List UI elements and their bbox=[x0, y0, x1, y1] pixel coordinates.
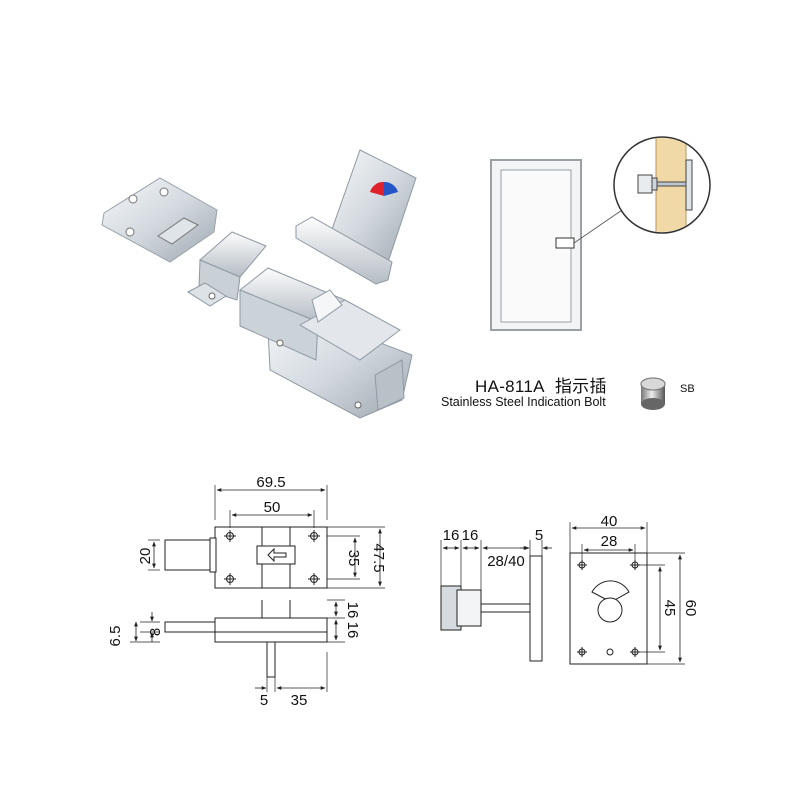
product-model: HA-811A bbox=[475, 377, 545, 396]
bolt-side-view bbox=[130, 599, 345, 692]
dim-indicator-hole-spacing: 28 bbox=[601, 533, 618, 550]
indicator-side-plate bbox=[529, 555, 543, 662]
dim-right-lower: 16 bbox=[344, 622, 361, 639]
product-subtitle: Stainless Steel Indication Bolt bbox=[441, 395, 606, 409]
front-view-dimension-labels: 69.5 50 20 35 47.5 bbox=[137, 474, 387, 573]
indicator-hole-marks bbox=[577, 560, 640, 657]
dim-indicator-height: 60 bbox=[682, 600, 699, 617]
dim-plate-thickness: 5 bbox=[535, 527, 543, 544]
dim-indicator-hole-vertical: 45 bbox=[661, 600, 678, 617]
indicator-side-dimension-labels: 16 16 28/40 5 bbox=[443, 527, 544, 570]
indicator-front-view bbox=[569, 522, 685, 665]
dim-indicator-a: 16 bbox=[443, 527, 460, 544]
callout-line bbox=[573, 207, 626, 244]
dim-indicator-thickness: 28/40 bbox=[487, 553, 525, 570]
finish-code: SB bbox=[680, 383, 695, 395]
dim-bolt-height: 20 bbox=[137, 548, 154, 565]
product-title: HA-811A 指示插 bbox=[475, 372, 607, 397]
keeper-bracket bbox=[187, 231, 267, 307]
dim-overall-width: 69.5 bbox=[256, 474, 285, 491]
dim-stem-offset: 35 bbox=[291, 692, 308, 709]
side-view-dimension-labels: 8 6.5 16 16 5 35 bbox=[107, 602, 361, 709]
finish-swatch bbox=[640, 377, 666, 410]
dim-right-upper: 16 bbox=[344, 602, 361, 619]
dim-indicator-b: 16 bbox=[462, 527, 479, 544]
arrow-icon bbox=[267, 547, 287, 563]
bolt-front-view bbox=[148, 485, 385, 589]
door-bolt-marker bbox=[555, 237, 575, 249]
indicator-blue-segment bbox=[384, 181, 398, 196]
product-photo bbox=[101, 149, 417, 419]
indicator-knob bbox=[597, 597, 623, 623]
indicator-plate bbox=[295, 149, 417, 285]
dim-indicator-width: 40 bbox=[601, 513, 618, 530]
front-view-bolt bbox=[164, 539, 216, 571]
indicator-red-segment bbox=[370, 181, 384, 196]
dim-hole-spacing: 50 bbox=[264, 499, 281, 516]
indicator-window bbox=[591, 580, 630, 603]
dim-hole-vertical: 35 bbox=[345, 550, 362, 567]
bolt-body bbox=[239, 267, 413, 419]
dim-plate-height: 47.5 bbox=[370, 543, 387, 572]
strike-plate bbox=[101, 177, 218, 263]
dim-left-lower: 6.5 bbox=[107, 626, 124, 647]
door-diagram bbox=[490, 136, 711, 331]
dim-left-upper: 8 bbox=[147, 628, 164, 636]
mounting-hole-marks bbox=[224, 530, 320, 585]
indicator-side-view bbox=[440, 540, 552, 662]
indicator-front-dimension-labels: 40 28 45 60 bbox=[601, 513, 699, 616]
dim-stem-width: 5 bbox=[260, 692, 268, 709]
product-chinese-name: 指示插 bbox=[554, 377, 607, 396]
